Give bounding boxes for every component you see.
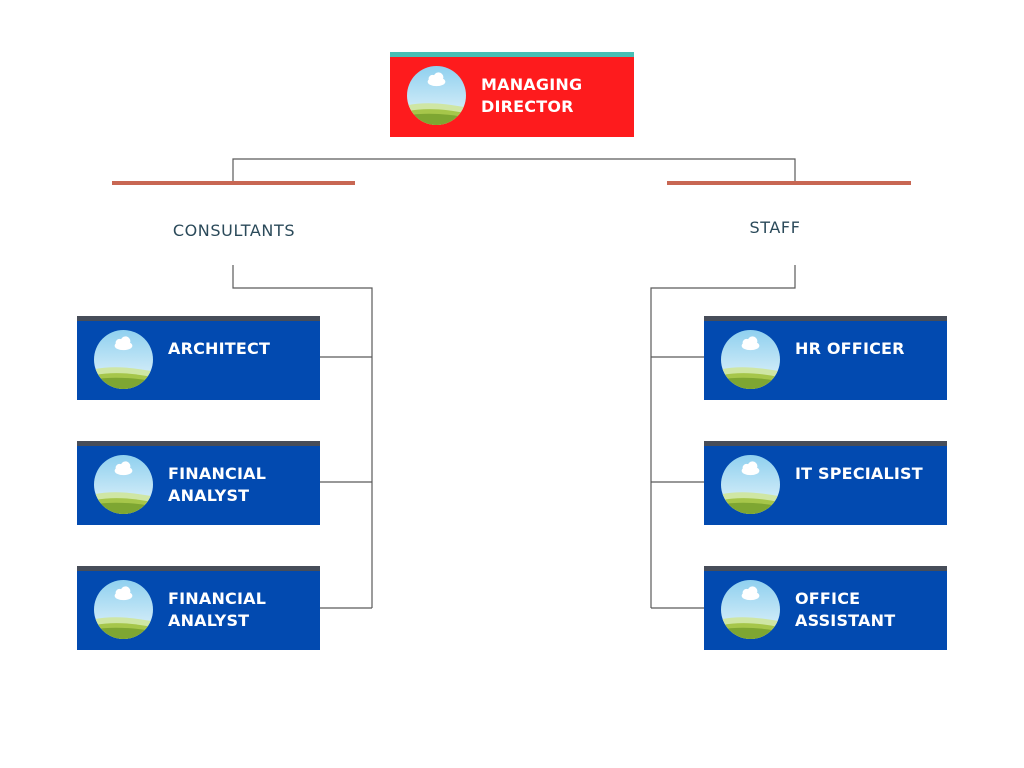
node-managing-director[interactable]: MANAGING DIRECTOR xyxy=(390,52,634,137)
group-bar-staff xyxy=(667,181,911,185)
group-header-consultants: CONSULTANTS xyxy=(172,221,296,240)
landscape-avatar-icon xyxy=(94,580,153,639)
node-hr-officer[interactable]: HR OFFICER xyxy=(704,316,947,400)
landscape-avatar-icon xyxy=(94,330,153,389)
node-label: OFFICE ASSISTANT xyxy=(795,589,896,630)
node-financial-analyst-2[interactable]: FINANCIAL ANALYST xyxy=(77,566,320,650)
landscape-avatar-icon xyxy=(407,66,466,125)
connector-director-to-groups xyxy=(232,158,796,182)
group-header-staff: STAFF xyxy=(749,218,801,237)
node-office-assistant[interactable]: OFFICE ASSISTANT xyxy=(704,566,947,650)
landscape-avatar-icon xyxy=(94,455,153,514)
node-architect[interactable]: ARCHITECT xyxy=(77,316,320,400)
node-label: FINANCIAL ANALYST xyxy=(168,589,267,630)
landscape-avatar-icon xyxy=(721,580,780,639)
node-it-specialist[interactable]: IT SPECIALIST xyxy=(704,441,947,525)
node-label: IT SPECIALIST xyxy=(795,464,923,483)
landscape-avatar-icon xyxy=(721,455,780,514)
node-label: FINANCIAL ANALYST xyxy=(168,464,267,505)
node-label: MANAGING DIRECTOR xyxy=(481,75,583,116)
landscape-avatar-icon xyxy=(721,330,780,389)
node-label: ARCHITECT xyxy=(168,339,271,358)
node-label: HR OFFICER xyxy=(795,339,905,358)
node-financial-analyst[interactable]: FINANCIAL ANALYST xyxy=(77,441,320,525)
connector-staff-trunk xyxy=(650,265,796,608)
connector-consultants-trunk xyxy=(232,265,373,608)
group-bar-consultants xyxy=(112,181,355,185)
